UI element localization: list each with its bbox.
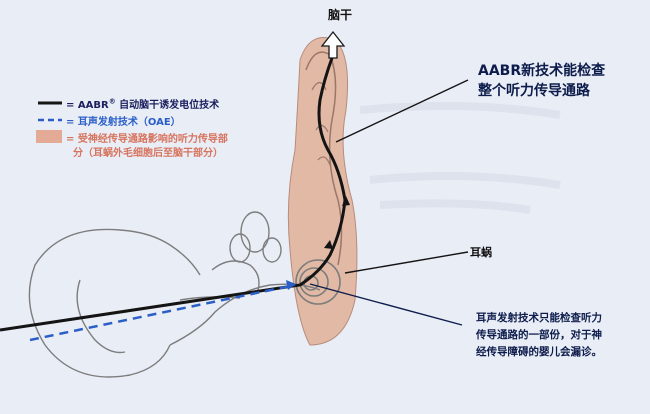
oae-note-line-3: 经传导障碍的婴儿会漏诊。 <box>476 346 602 358</box>
neural-pathway-region <box>287 37 358 346</box>
aabr-callout-title-2: 整个听力传导通路 <box>478 83 590 99</box>
aabr-direction-icon <box>342 196 350 206</box>
legend-aabr-label: = AABR® 自动脑干诱发电位技术 <box>66 96 219 111</box>
legend-pathway-swatch <box>36 130 62 143</box>
aabr-signal-line <box>0 57 347 332</box>
brainstem-inner <box>311 81 331 166</box>
aabr-callout-line <box>335 79 469 143</box>
oae-arrow-icon <box>286 280 296 290</box>
aabr-direction-icon-2 <box>324 240 333 249</box>
legend-aabr-prefix: = <box>66 100 78 111</box>
legend-pathway-label-2: 分（耳蜗外毛细胞后至脑干部分） <box>73 148 223 159</box>
legend-aabr-mark: ® <box>108 97 116 106</box>
oae-signal-line <box>29 283 296 342</box>
semicircular-canals <box>211 211 282 291</box>
legend-oae-label: = 耳声发射技术（OAE） <box>66 117 181 128</box>
background-texture <box>359 102 561 214</box>
cochlea-callout-line <box>344 251 469 274</box>
oae-note-line-2: 传导通路的一部份，对于神 <box>476 329 602 341</box>
legend-pathway-label-1: = 受神经传导通路影响的听力传导部 <box>66 134 228 145</box>
up-arrow-icon <box>320 30 346 59</box>
aabr-callout-title-1: AABR新技术能检查 <box>478 63 606 79</box>
legend-aabr-text: 自动脑干诱发电位技术 <box>115 100 220 111</box>
legend-aabr-brand: AABR <box>77 100 109 111</box>
oae-note-line-1: 耳声发射技术只能检查听力 <box>476 312 602 324</box>
oae-callout-line <box>309 283 463 326</box>
brainstem-label: 脑干 <box>328 8 353 22</box>
cochlea-label: 耳蜗 <box>470 246 492 259</box>
